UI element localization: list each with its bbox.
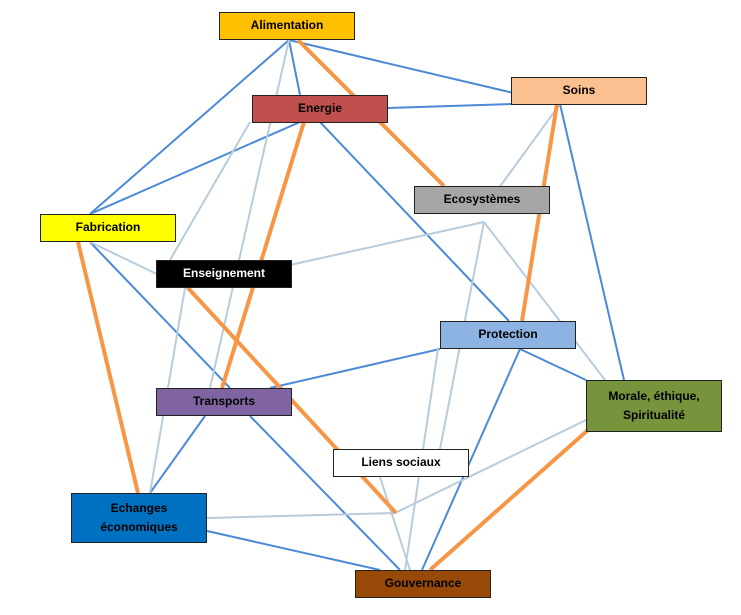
edge-light-15 (169, 121, 251, 261)
node-alimentation: Alimentation (219, 12, 355, 40)
node-echanges-economiques: Echanges économiques (71, 493, 207, 543)
node-gouvernance: Gouvernance (355, 570, 491, 598)
edge-blue-7 (89, 241, 231, 389)
edge-orange-30 (76, 241, 140, 494)
edge-light-25 (379, 476, 411, 571)
edge-light-23 (206, 512, 396, 519)
node-soins: Soins (511, 77, 647, 105)
edge-blue-4 (89, 121, 301, 215)
edge-blue-6 (559, 103, 625, 381)
node-ecosystemes: Ecosystèmes (414, 186, 550, 214)
edge-blue-11 (149, 415, 206, 494)
edge-light-24 (394, 419, 587, 514)
edge-blue-5 (319, 121, 510, 322)
node-protection: Protection (440, 321, 576, 349)
edge-blue-10 (421, 348, 521, 571)
edge-blue-2 (288, 39, 301, 96)
edge-blue-13 (206, 530, 381, 571)
edge-blue-12 (249, 415, 401, 571)
edge-blue-8 (519, 348, 587, 381)
node-liens-sociaux: Liens sociaux (333, 449, 469, 477)
edge-light-19 (483, 221, 606, 381)
node-fabrication: Fabrication (40, 214, 176, 242)
edge-orange-31 (428, 428, 590, 572)
edge-orange-27 (220, 121, 306, 389)
edge-blue-0 (89, 39, 290, 215)
node-transports: Transports (156, 388, 292, 416)
node-enseignement: Enseignement (156, 260, 292, 288)
edge-blue-9 (269, 348, 441, 389)
node-energie: Energie (252, 95, 388, 123)
edge-blue-3 (387, 103, 512, 109)
edge-light-17 (289, 221, 485, 266)
node-morale: Morale, éthique, Spiritualité (586, 380, 722, 432)
